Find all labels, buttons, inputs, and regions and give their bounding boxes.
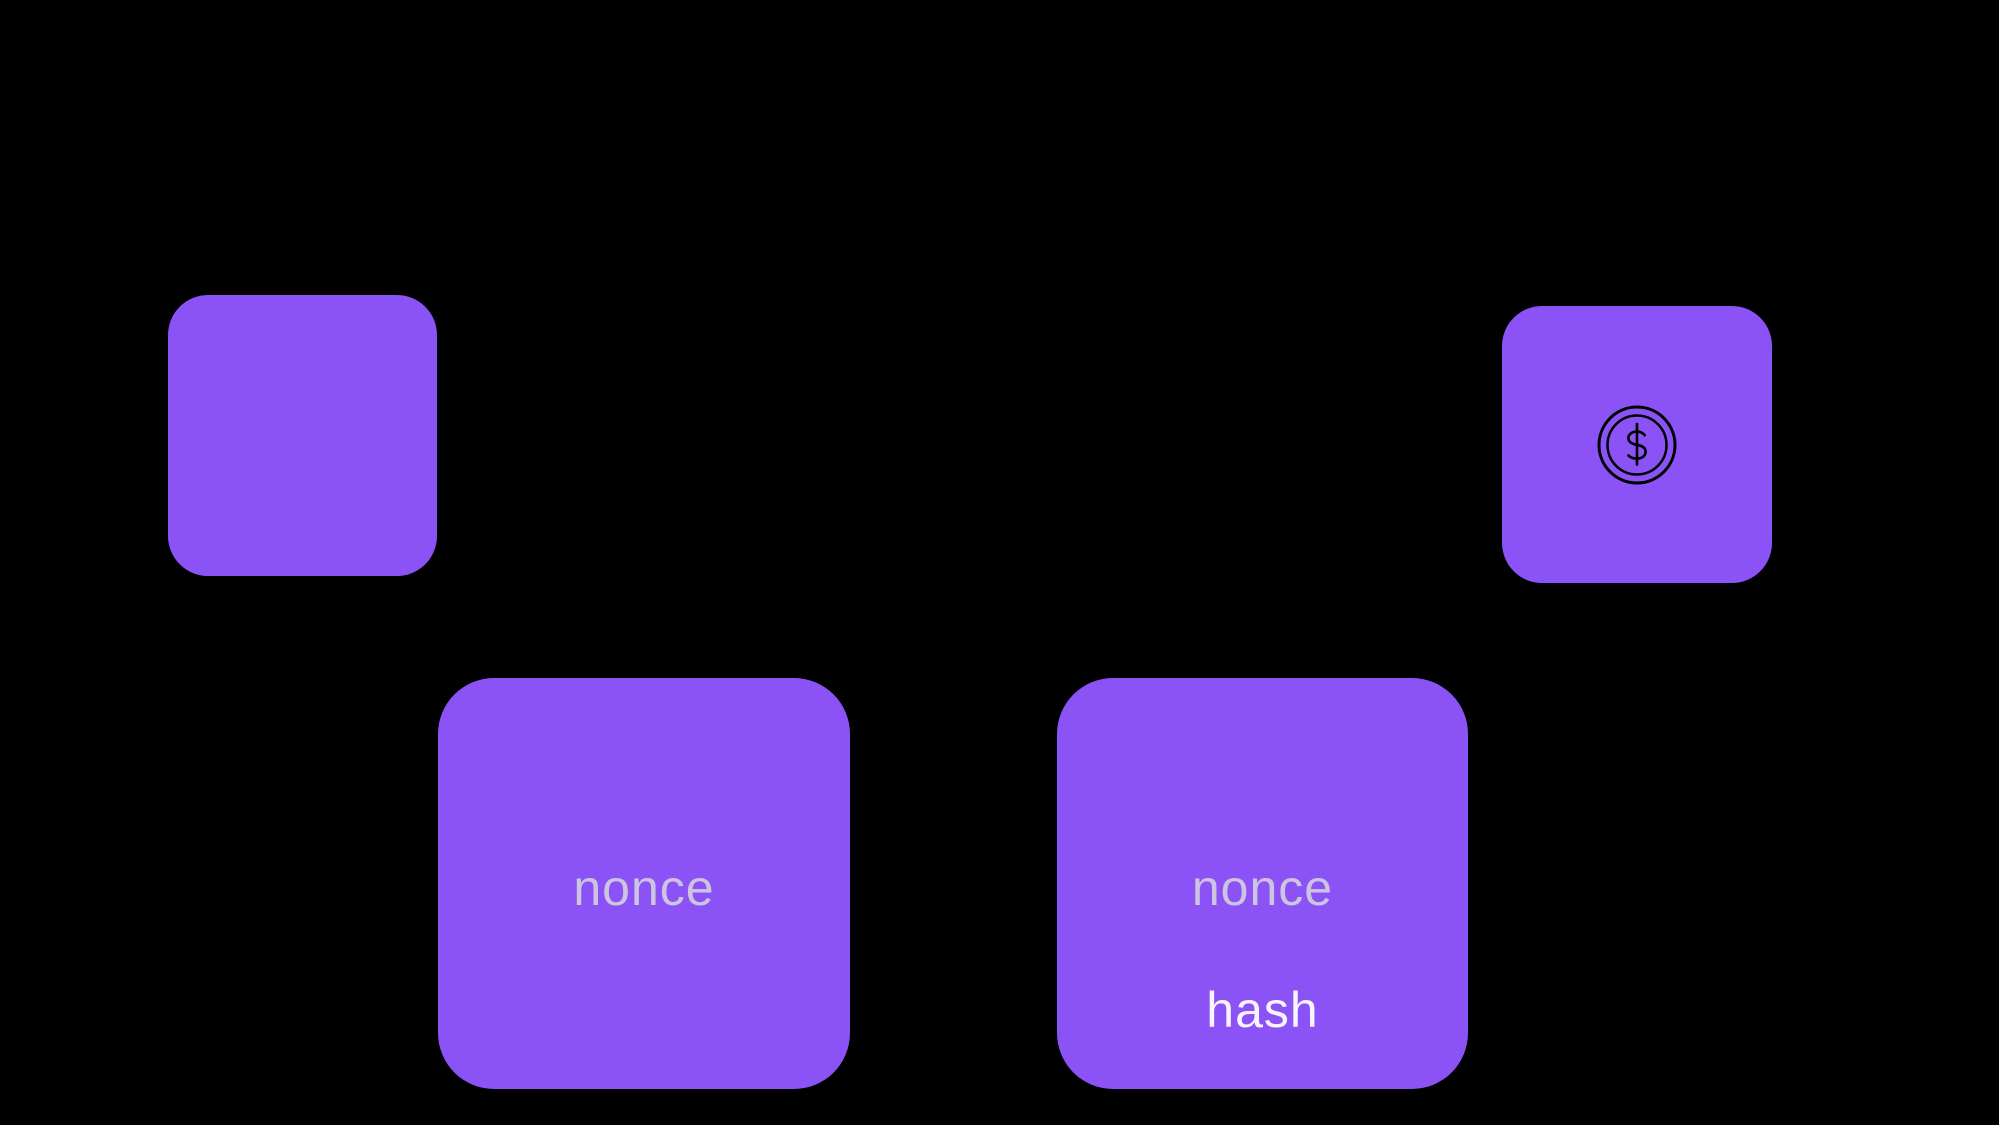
nonce-label: nonce <box>1191 860 1334 916</box>
nonce-label: nonce <box>573 860 715 916</box>
block-reward <box>1502 306 1772 583</box>
hash-label: hash <box>1206 982 1319 1038</box>
block-nonce-hash: nonce hash <box>1057 678 1468 1089</box>
dollar-coin-icon <box>1597 405 1677 484</box>
block-empty <box>168 295 437 576</box>
block-nonce: nonce <box>438 678 850 1089</box>
